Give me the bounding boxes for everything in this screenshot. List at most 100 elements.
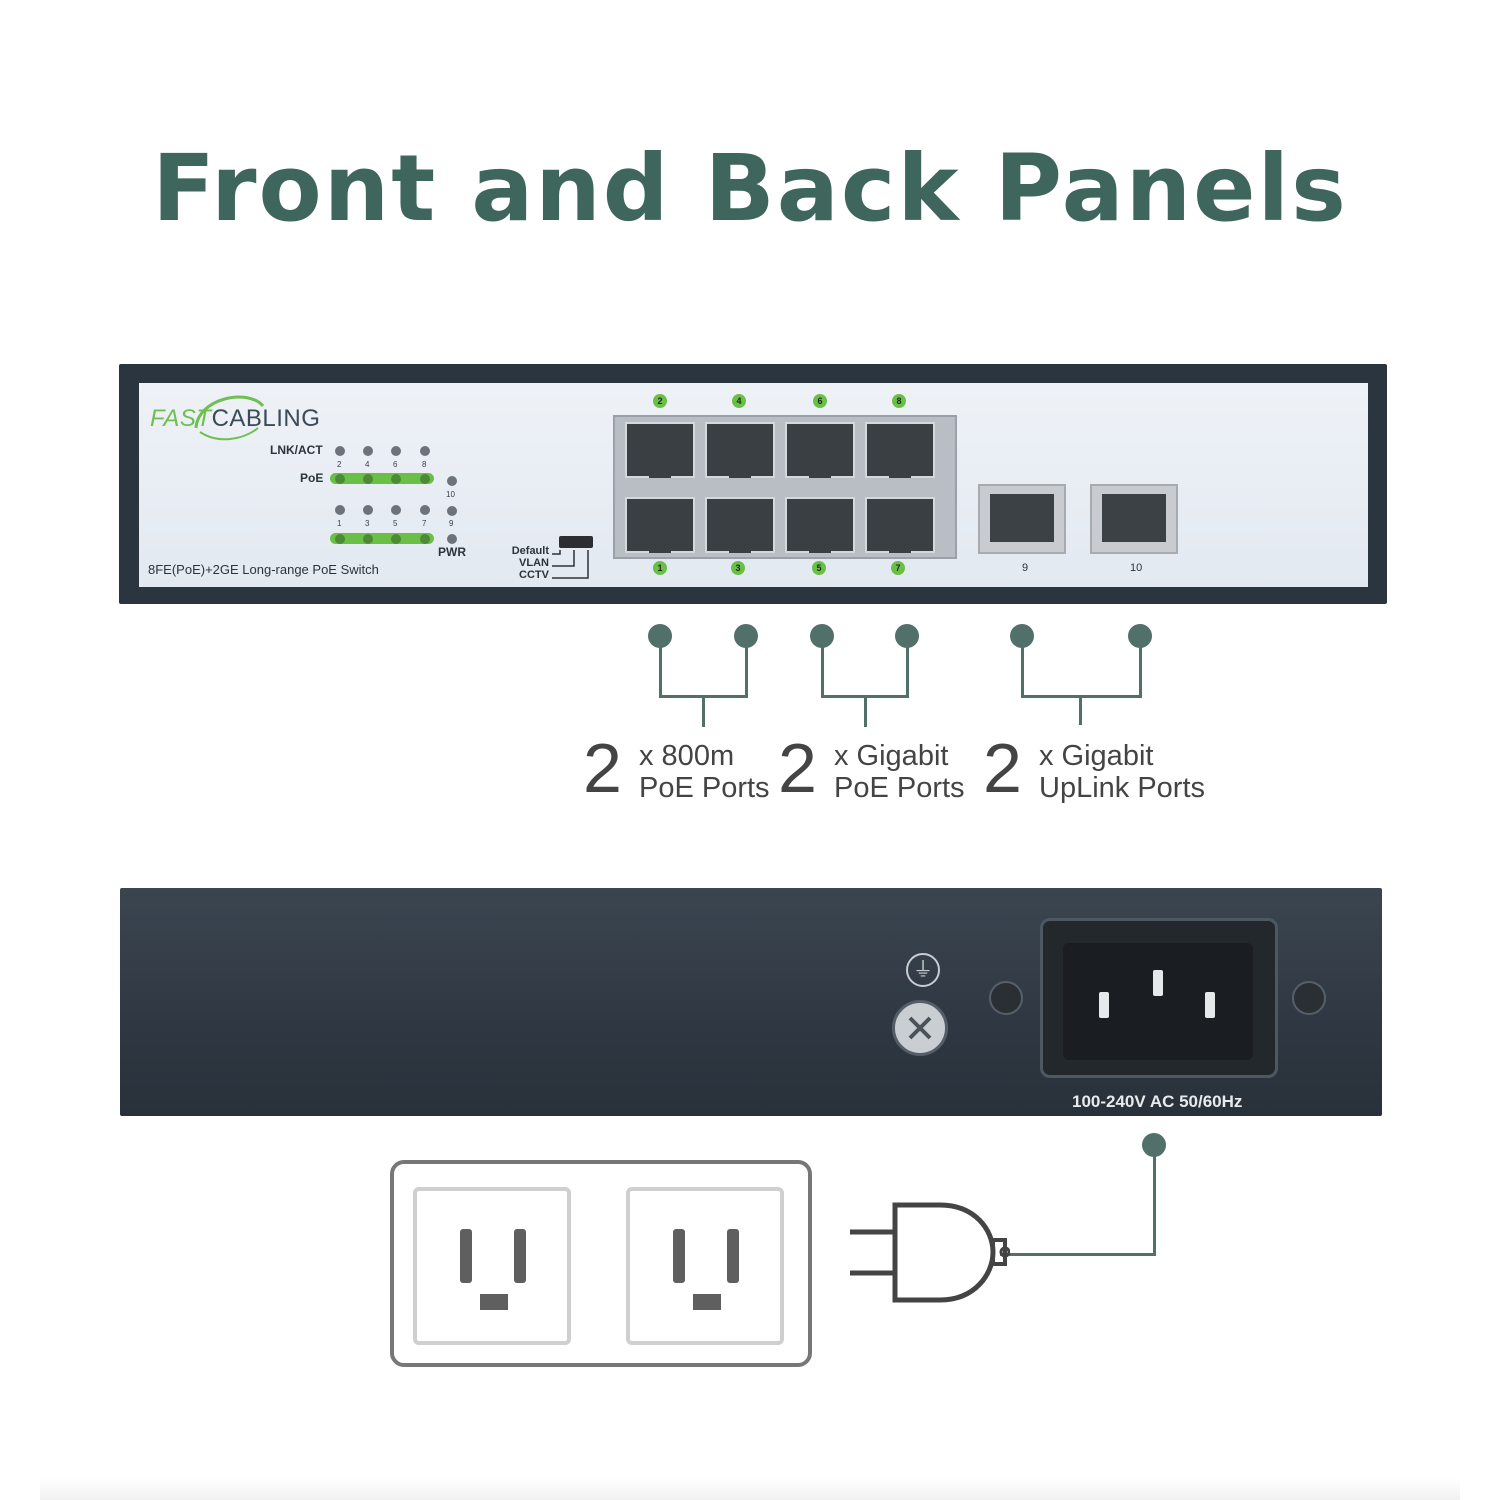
led-num: 9: [449, 519, 454, 528]
connector-line: [659, 645, 662, 697]
callout-dot: [810, 624, 834, 648]
led-lnk-3: [363, 505, 373, 515]
led-num: 10: [446, 490, 455, 499]
pwr-label: PWR: [438, 545, 466, 559]
uplink-number: 9: [1022, 562, 1029, 574]
iec-pin-left: [1099, 992, 1109, 1018]
voltage-label: 100-240V AC 50/60Hz: [1072, 1092, 1243, 1111]
led-num: 2: [337, 460, 342, 469]
led-num: 3: [365, 519, 370, 528]
led-uplink-9: [447, 506, 457, 516]
poe-led-bar-bottom: [330, 533, 434, 544]
iec-pin-right: [1205, 992, 1215, 1018]
brand-swoosh-icon: [194, 395, 265, 441]
footer-shadow: [40, 1478, 1460, 1500]
callout-count: 2: [583, 729, 622, 807]
led-pwr: [447, 534, 457, 544]
uplink-number: 10: [1130, 562, 1143, 574]
callout-dot: [895, 624, 919, 648]
plug-icon: [850, 1202, 1010, 1303]
poe-led: [363, 474, 373, 484]
rj45-port-2[interactable]: [625, 422, 695, 478]
led-lnk-5: [391, 505, 401, 515]
led-lnk-2: [335, 446, 345, 456]
uplink-port-10[interactable]: [1090, 484, 1178, 554]
poe-led: [391, 474, 401, 484]
poe-led: [420, 474, 430, 484]
brand-cabling: CABLING: [211, 405, 321, 432]
callout-line1: x 800m: [639, 740, 735, 772]
callout-line2: PoE Ports: [639, 772, 770, 804]
port-number: 2: [653, 394, 667, 408]
led-num: 7: [422, 519, 427, 528]
uplink-port-9[interactable]: [978, 484, 1066, 554]
callout-line1: x Gigabit: [1039, 740, 1154, 772]
poe-led: [363, 534, 373, 544]
switch-label-default: Default: [511, 545, 549, 557]
connector-line: [906, 645, 909, 697]
port-number: 7: [891, 561, 905, 575]
brand-fast: FAST: [150, 405, 212, 432]
connector-line: [864, 695, 867, 727]
led-lnk-1: [335, 505, 345, 515]
led-num: 5: [393, 519, 398, 528]
rj45-port-5[interactable]: [785, 497, 855, 553]
connector-line: [1021, 645, 1024, 697]
led-num: 1: [337, 519, 342, 528]
ground-screw: [892, 1000, 948, 1056]
outlet-receptacle-right: [626, 1187, 784, 1345]
led-num: 6: [393, 460, 398, 469]
rj45-port-6[interactable]: [785, 422, 855, 478]
led-lnk-8: [420, 446, 430, 456]
callout-dot: [734, 624, 758, 648]
outlet-slot: [727, 1229, 739, 1283]
port-number: 6: [813, 394, 827, 408]
connector-line: [821, 645, 824, 697]
poe-led: [335, 534, 345, 544]
poe-led: [420, 534, 430, 544]
led-num: 4: [365, 460, 370, 469]
outlet-slot: [673, 1229, 685, 1283]
mount-screw-left: [989, 981, 1023, 1015]
outlet-ground-slot: [480, 1294, 508, 1310]
connector-line: [745, 645, 748, 697]
callout-line2: UpLink Ports: [1039, 772, 1206, 804]
poe-led: [391, 534, 401, 544]
iec-socket: [1063, 943, 1253, 1060]
led-lnk-7: [420, 505, 430, 515]
port-number: 3: [731, 561, 745, 575]
model-text: 8FE(PoE)+2GE Long-range PoE Switch: [148, 562, 379, 577]
connector-line: [1079, 695, 1082, 725]
led-lnk-6: [391, 446, 401, 456]
switch-leader-lines: [552, 550, 589, 579]
rj45-port-4[interactable]: [705, 422, 775, 478]
rj45-port-7[interactable]: [865, 497, 935, 553]
connector-line: [1139, 645, 1142, 697]
rj45-port-3[interactable]: [705, 497, 775, 553]
callout-count: 2: [983, 729, 1022, 807]
connector-line: [1000, 1253, 1156, 1256]
callout-line2: PoE Ports: [834, 772, 965, 804]
mode-switch[interactable]: [559, 536, 593, 548]
lnk-act-label: LNK/ACT: [270, 443, 323, 457]
outlet-slot: [460, 1229, 472, 1283]
connector-line: [1153, 1150, 1156, 1256]
callout-line1: x Gigabit: [834, 740, 949, 772]
switch-label-vlan: VLAN: [519, 557, 549, 569]
led-lnk-4: [363, 446, 373, 456]
mount-screw-right: [1292, 981, 1326, 1015]
switch-label-cctv: CCTV: [519, 569, 549, 581]
port-number: 4: [732, 394, 746, 408]
port-number: 1: [653, 561, 667, 575]
iec-pin-ground: [1153, 970, 1163, 996]
led-uplink-10: [447, 476, 457, 486]
outlet-slot: [514, 1229, 526, 1283]
ground-symbol-icon: ⏚: [906, 953, 940, 987]
poe-label: PoE: [300, 471, 324, 485]
callout-count: 2: [778, 729, 817, 807]
page-title: Front and Back Panels: [152, 135, 1348, 242]
rj45-port-8[interactable]: [865, 422, 935, 478]
callout-dot: [1128, 624, 1152, 648]
outlet-ground-slot: [693, 1294, 721, 1310]
rj45-port-1[interactable]: [625, 497, 695, 553]
